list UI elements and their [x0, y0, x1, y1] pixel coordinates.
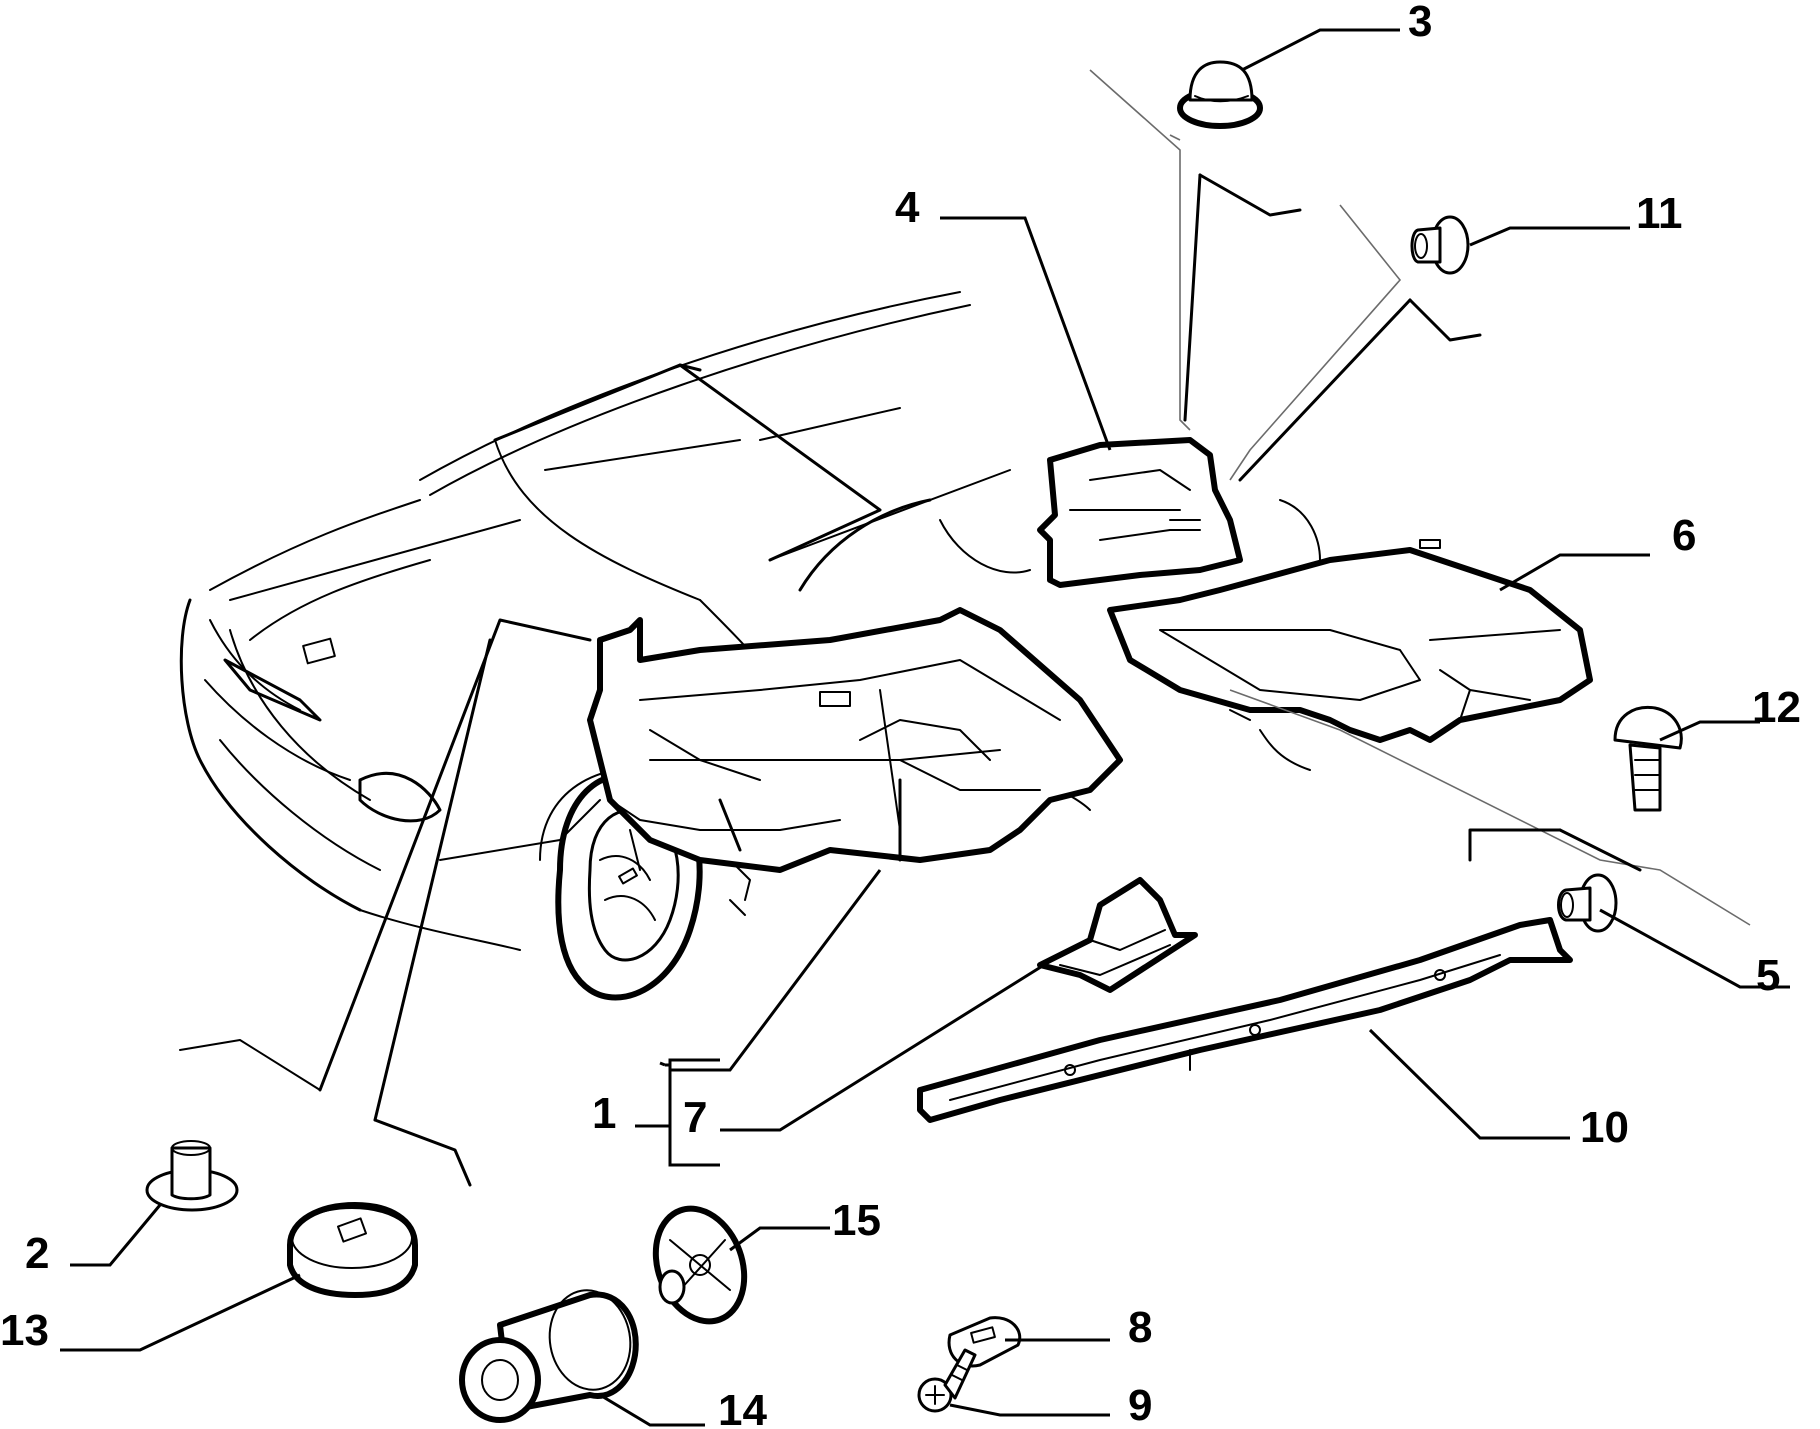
push-pin-12	[1613, 705, 1683, 812]
callout-4: 4	[895, 183, 920, 232]
gear-boot-panel	[1037, 877, 1198, 993]
callout-10: 10	[1580, 1103, 1629, 1152]
disc-15	[652, 1205, 748, 1325]
callout-2: 2	[25, 1229, 49, 1278]
clip-5	[1557, 873, 1618, 933]
callout-5: 5	[1756, 951, 1780, 1000]
callout-11: 11	[1636, 189, 1683, 238]
rear-floor-carpet	[1107, 539, 1593, 743]
reference-lines	[1089, 69, 1751, 926]
bushing-14	[459, 1289, 639, 1423]
callout-13: 13	[0, 1306, 49, 1355]
grommet-3	[1177, 60, 1263, 129]
callout-3: 3	[1408, 0, 1432, 46]
sill-trim-strip	[917, 917, 1573, 1123]
screw-9	[917, 1348, 977, 1413]
callout-6: 6	[1672, 511, 1696, 560]
pin-2	[145, 1140, 239, 1212]
bracket-lines	[179, 173, 1642, 1187]
callout-8: 8	[1128, 1303, 1152, 1352]
leader-lines	[60, 28, 1790, 1427]
clip-11	[1410, 215, 1470, 275]
callout-1: 1	[592, 1089, 616, 1138]
rear-seat-panel	[1037, 437, 1243, 588]
front-floor-carpet	[587, 607, 1123, 873]
callout-14: 14	[718, 1386, 767, 1429]
callout-12: 12	[1752, 683, 1801, 732]
cap-13	[287, 1202, 418, 1298]
callout-15: 15	[832, 1196, 881, 1245]
callout-9: 9	[1128, 1381, 1152, 1429]
callout-7: 7	[683, 1093, 707, 1142]
